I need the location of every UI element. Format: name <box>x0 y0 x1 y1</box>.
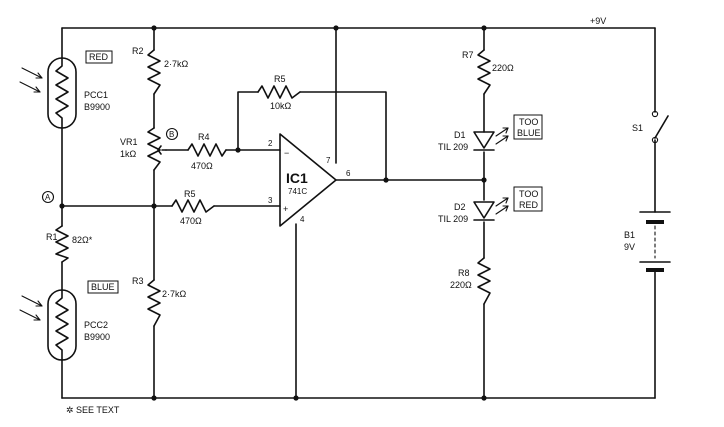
pcc2-part: B9900 <box>84 332 110 342</box>
r2-resistor: R2 2·7kΩ <box>132 46 189 95</box>
pcc1-tag-box <box>85 50 113 64</box>
r2-value: 2·7kΩ <box>164 59 189 69</box>
ic1-pin4: 4 <box>300 215 305 224</box>
r7-ref: R7 <box>462 50 474 60</box>
pcc1-part: B9900 <box>84 102 110 112</box>
vr1-potentiometer: VR1 1kΩ B <box>120 127 179 171</box>
s1-ref: S1 <box>632 123 643 133</box>
r4-ref: R4 <box>198 132 210 142</box>
b1-battery: B1 9V <box>624 211 671 272</box>
d1-part: TIL 209 <box>438 142 468 152</box>
r2-ref: R2 <box>132 46 144 56</box>
r7-value: 220Ω <box>492 63 514 73</box>
light-emission-icon <box>495 127 509 145</box>
r1-resistor: R1 82Ω* <box>46 225 93 263</box>
pcc1-tag: RED <box>89 52 109 62</box>
pcc2-ref: PCC2 <box>84 320 108 330</box>
wires <box>61 27 656 399</box>
pcc2-photocell: BLUE PCC2 B9900 <box>19 280 119 361</box>
r5-input-value: 470Ω <box>180 216 202 226</box>
ic1-ref: IC1 <box>286 170 308 186</box>
d2-led: D2 TIL 209 TOO RED <box>438 186 543 224</box>
r8-value: 220Ω <box>450 280 472 290</box>
r5-input-resistor: R5 470Ω <box>171 189 215 226</box>
ic1-minus-sign: − <box>284 148 289 158</box>
s1-switch: S1 <box>632 110 669 144</box>
node-a-marker: A <box>41 190 55 204</box>
footnote: ✲ SEE TEXT <box>66 405 120 415</box>
ic1-pin7: 7 <box>326 156 331 165</box>
r5-feedback-ref: R5 <box>274 74 286 84</box>
light-emission-icon <box>495 197 509 215</box>
pcc2-tag-box <box>87 280 119 294</box>
d2-tag-line1: TOO <box>519 189 538 199</box>
ic1-pin3: 3 <box>268 196 273 205</box>
d1-ref: D1 <box>454 130 466 140</box>
light-arrows-icon <box>19 67 43 93</box>
junction-dots <box>59 25 487 401</box>
d1-tag-line1: TOO <box>519 117 538 127</box>
r1-value: 82Ω* <box>72 235 93 245</box>
ic1-pin6: 6 <box>346 169 351 178</box>
light-arrows-icon <box>19 295 43 321</box>
ic1-opamp: − + IC1 741C 2 3 4 6 7 <box>268 133 351 227</box>
pcc2-tag: BLUE <box>91 282 115 292</box>
ic1-part: 741C <box>288 187 307 196</box>
r3-ref: R3 <box>132 276 144 286</box>
b1-ref: B1 <box>624 230 635 240</box>
d1-tag-line2: BLUE <box>517 128 541 138</box>
r8-ref: R8 <box>458 268 470 278</box>
node-b-marker <box>165 127 179 141</box>
r3-value: 2·7kΩ <box>162 289 187 299</box>
r5-feedback-resistor: R5 10kΩ <box>257 74 301 111</box>
r1-ref: R1 <box>46 232 58 242</box>
node-b-label: B <box>169 130 174 139</box>
pcc1-ref: PCC1 <box>84 90 108 100</box>
r4-resistor: R4 470Ω <box>187 132 227 171</box>
r5-feedback-value: 10kΩ <box>270 101 292 111</box>
ic1-pin2: 2 <box>268 139 273 148</box>
r4-value: 470Ω <box>191 161 213 171</box>
d2-tag-line2: RED <box>519 200 539 210</box>
d2-part: TIL 209 <box>438 214 468 224</box>
r8-resistor: R8 220Ω <box>450 257 491 305</box>
node-a-label: A <box>45 193 51 202</box>
vr1-ref: VR1 <box>120 137 138 147</box>
d1-led: D1 TIL 209 TOO BLUE <box>438 114 543 152</box>
b1-value: 9V <box>624 242 635 252</box>
r3-resistor: R3 2·7kΩ <box>132 276 187 327</box>
supply-voltage-label: +9V <box>590 16 606 26</box>
r7-resistor: R7 220Ω <box>462 49 514 95</box>
d1-tag-box <box>513 114 543 140</box>
vr1-value: 1kΩ <box>120 149 137 159</box>
pcc1-photocell: RED PCC1 B9900 <box>19 50 113 129</box>
r5-input-ref: R5 <box>184 189 196 199</box>
d2-tag-box <box>513 186 543 212</box>
ic1-plus-sign: + <box>283 204 288 214</box>
d2-ref: D2 <box>454 202 466 212</box>
